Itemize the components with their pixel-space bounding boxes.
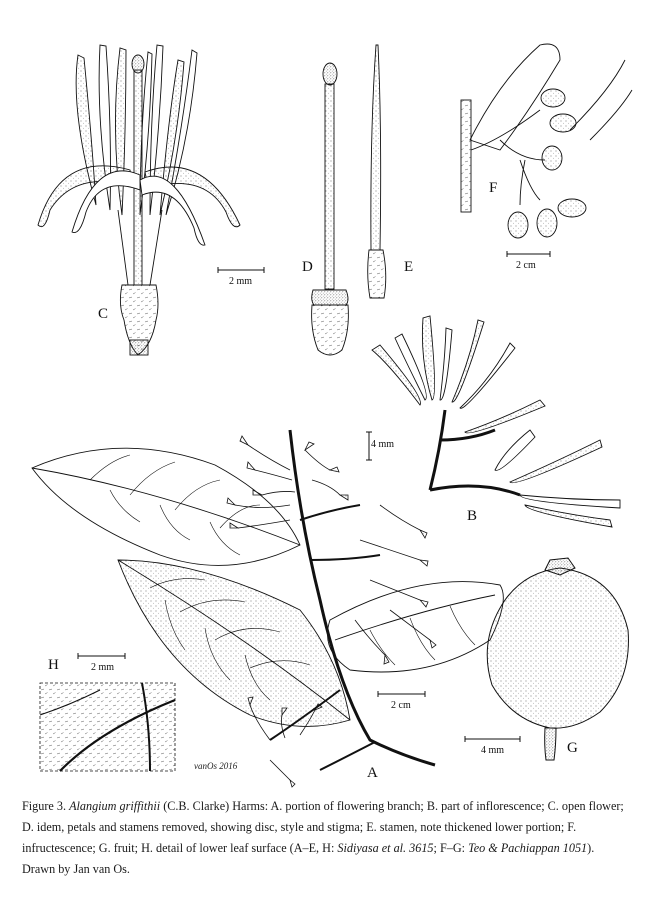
panel-d-style-disc: [311, 62, 349, 356]
scale-bar-c-label: 2 mm: [229, 276, 252, 287]
panel-label-h: H: [48, 657, 59, 673]
panel-a-flowering-branch: [31, 429, 504, 788]
botanical-illustration-plate: C 2 mm D E F 2 cm: [31, 43, 633, 788]
scale-bar-g-label: 4 mm: [481, 745, 504, 756]
panel-g-fruit: [486, 557, 629, 761]
caption-credit: ). Drawn by Jan van Os.: [22, 841, 595, 876]
scale-bar-b-label: 4 mm: [371, 439, 394, 450]
scale-bar-b: 4 mm: [366, 431, 394, 461]
caption-collector-2: Teo & Pachiappan 1051: [468, 841, 588, 855]
panel-label-f: F: [489, 180, 497, 196]
panel-label-e: E: [404, 259, 413, 275]
panel-label-d: D: [302, 259, 313, 275]
panel-label-c: C: [98, 306, 108, 322]
panel-f-infructescence: [460, 43, 633, 239]
scale-bar-a: 2 cm: [377, 691, 426, 711]
caption-figure-number: Figure 3.: [22, 799, 67, 813]
caption-separator: ; F–G:: [433, 841, 469, 855]
scale-bar-a-label: 2 cm: [391, 700, 411, 711]
panel-label-b: B: [467, 508, 477, 524]
scale-bar-f: 2 cm: [506, 251, 551, 271]
panel-e-stamen: [367, 44, 387, 299]
caption-collector-1: Sidiyasa et al. 3615: [337, 841, 434, 855]
panel-label-g: G: [567, 740, 578, 756]
panel-c-open-flower: [37, 44, 241, 356]
artist-signature: vanOs 2016: [194, 761, 238, 771]
scale-bar-c: 2 mm: [217, 267, 265, 287]
scale-bar-f-label: 2 cm: [516, 260, 536, 271]
scale-bar-h: 2 mm: [77, 653, 126, 673]
scale-bar-g: 4 mm: [464, 736, 521, 756]
panel-h-leaf-surface: [39, 682, 176, 772]
figure-caption: Figure 3. Alangium griffithii (C.B. Clar…: [22, 796, 626, 880]
panel-b-inflorescence: [371, 315, 621, 528]
panel-label-a: A: [367, 765, 378, 781]
scale-bar-h-label: 2 mm: [91, 662, 114, 673]
caption-species-name: Alangium griffithii: [69, 799, 161, 813]
caption-description: (C.B. Clarke) Harms: A. portion of flowe…: [22, 799, 624, 855]
